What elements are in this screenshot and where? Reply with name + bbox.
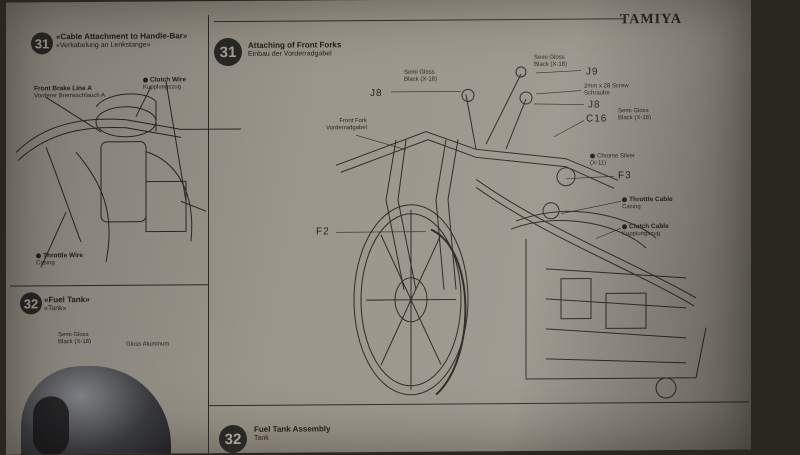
front-wheel-drawing [353, 204, 469, 396]
handlebar-detail-drawing [15, 81, 241, 268]
motorcycle-line-art [15, 66, 707, 399]
leader-lines [336, 70, 622, 239]
instruction-page: TAMIYA 31 «Cable Attachment to Handle-Ba… [6, 0, 751, 455]
front-fork-drawing [335, 66, 619, 290]
engine-frame-drawing [475, 178, 707, 399]
